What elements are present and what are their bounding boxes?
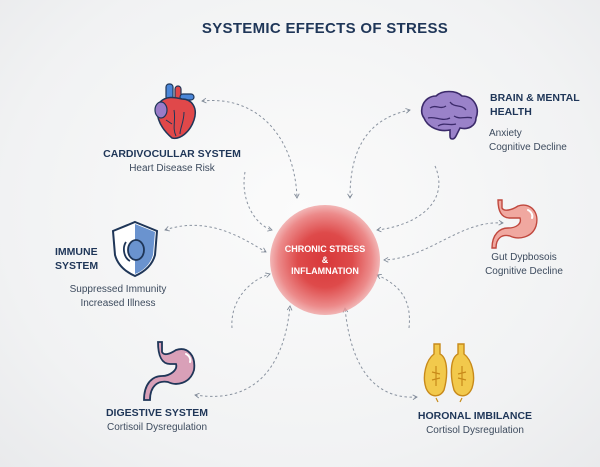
- center-line3: INFLAMNATION: [291, 265, 359, 276]
- brain-icon: [420, 90, 478, 140]
- brain-label-2: HEALTH: [490, 106, 532, 118]
- center-line1: CHRONIC STRESS: [284, 243, 366, 254]
- cardio-effect: Heart Disease Risk: [129, 163, 215, 174]
- gut-effect-2: Cognitive Decline: [485, 266, 563, 277]
- immune-effect-1: Suppressed Immunity: [69, 284, 167, 295]
- center-line2: &: [321, 254, 329, 265]
- gut-effect-1: Gut Dypbosois: [491, 252, 557, 263]
- stomach-icon: [143, 341, 196, 401]
- central-node-chronic-stress: CHRONIC STRESS & INFLAMNATION: [270, 205, 380, 315]
- arrow-gut: [383, 219, 504, 263]
- hormonal-label: HORONAL IMBILANCE: [417, 410, 533, 422]
- immune-effect-2: Increased Illness: [80, 298, 156, 309]
- digestive-effect: Cortisoil Dysregulation: [106, 422, 208, 433]
- immune-label-1: IMMUNE: [55, 246, 98, 258]
- stomach-icon: [491, 199, 538, 249]
- arrow-cardio: [201, 97, 300, 199]
- arrow-digestive: [194, 305, 293, 399]
- shield-icon: [111, 220, 159, 278]
- brain-label-1: BRAIN & MENTAL: [490, 92, 580, 104]
- hormonal-effect: Cortisol Dysregulation: [426, 425, 524, 436]
- arrow-cardio-2: [243, 171, 273, 232]
- arrow-immune-2: [231, 272, 271, 329]
- arrow-brain-2: [376, 165, 440, 233]
- immune-label-2: SYSTEM: [55, 260, 99, 272]
- arrow-brain: [347, 108, 411, 199]
- arrow-hormonal: [342, 307, 418, 401]
- digestive-label: DIGESTIVE SYSTEM: [105, 407, 209, 419]
- adrenal-glands-icon: [423, 343, 475, 403]
- arrow-immune: [164, 224, 267, 253]
- page-title: SYSTEMIC EFFECTS OF STRESS: [201, 20, 449, 37]
- arrow-gut-2: [376, 274, 410, 329]
- heart-icon: [154, 83, 196, 140]
- brain-effect-2: Cognitive Decline: [489, 142, 567, 153]
- brain-effect-1: Anxiety: [489, 128, 522, 139]
- cardio-label: CARDIVOCULLAR SYSTEM: [103, 148, 241, 160]
